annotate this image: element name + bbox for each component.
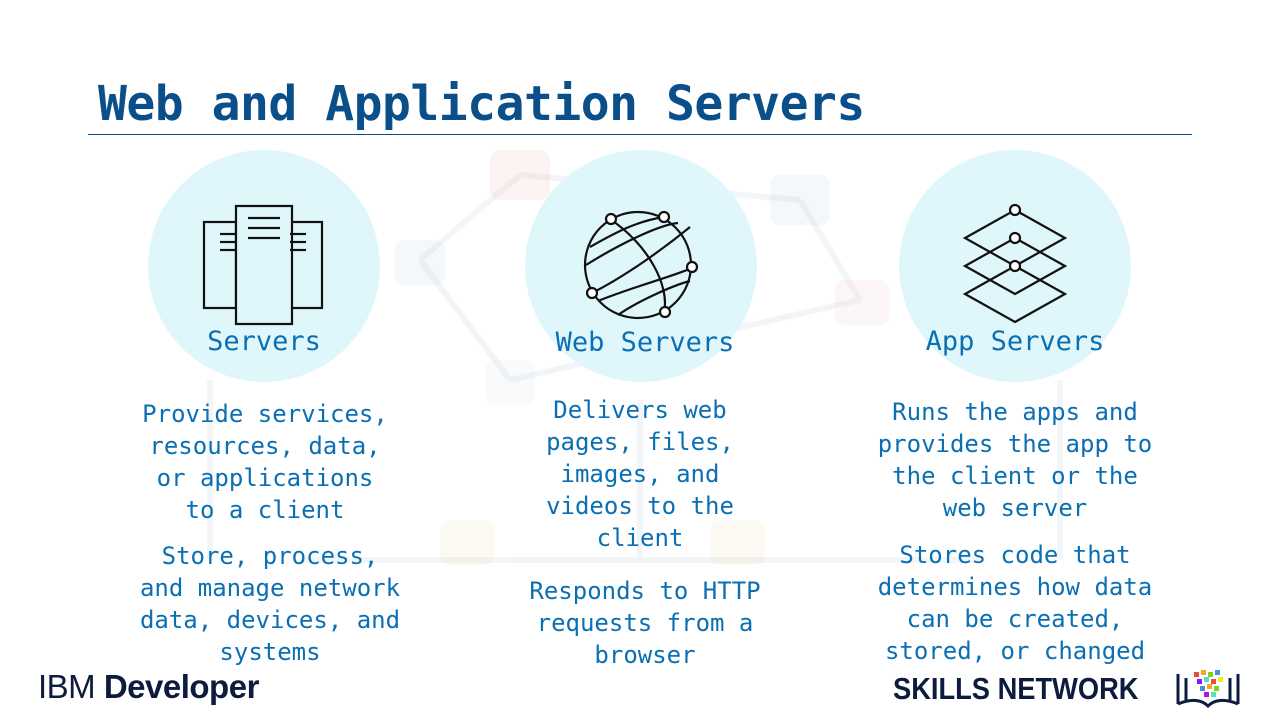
- ibm-developer-logo: IBM Developer: [38, 666, 259, 708]
- servers-description-2: Store, process, and manage network data,…: [139, 542, 401, 666]
- web-servers-icon-circle: [525, 150, 757, 382]
- ibm-brand-text: IBM: [38, 668, 96, 705]
- skills-network-logo-text: SKILLS NETWORK: [893, 671, 1139, 706]
- web-servers-heading: Web Servers: [555, 327, 735, 358]
- page-title: Web and Application Servers: [98, 76, 865, 132]
- skills-network-book-icon: [1176, 670, 1240, 708]
- stacked-layers-icon: [962, 203, 1068, 324]
- app-servers-description-1: Runs the apps and provides the app to th…: [877, 398, 1153, 522]
- web-servers-description-2: Responds to HTTP requests from a browser: [529, 577, 761, 669]
- globe-network-icon: [583, 210, 699, 320]
- app-servers-description-2: Stores code that determines how data can…: [877, 541, 1153, 665]
- developer-brand-text: Developer: [103, 668, 260, 705]
- app-servers-heading: App Servers: [925, 326, 1105, 357]
- servers-description-1: Provide services, resources, data, or ap…: [142, 400, 388, 524]
- server-rack-icon: [202, 204, 324, 326]
- servers-heading: Servers: [207, 326, 321, 357]
- title-underline: [88, 134, 1192, 135]
- web-servers-description-1: Delivers web pages, files, images, and v…: [546, 396, 734, 552]
